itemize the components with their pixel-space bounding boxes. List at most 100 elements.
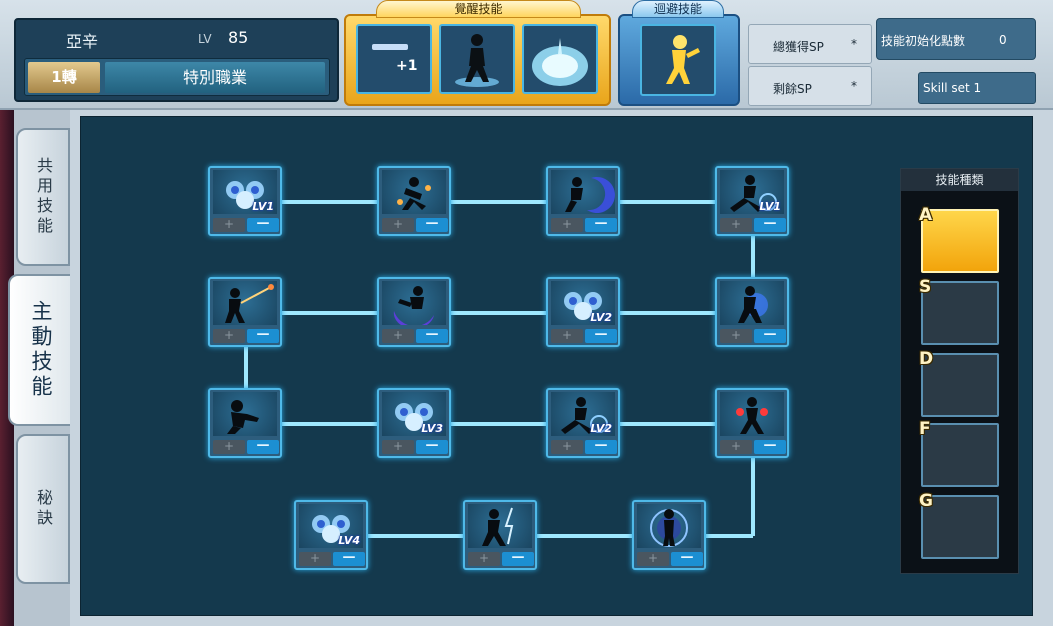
skill-plus-button[interactable]: + [551, 329, 583, 343]
remaining-sp-value: * [851, 79, 857, 93]
skill-set-selector[interactable]: Skill set 1 [918, 72, 1036, 104]
ground-kick-icon [720, 170, 784, 214]
tab-common-skills[interactable]: 共用技能 [16, 128, 70, 266]
skill-minus-button[interactable]: — [671, 551, 703, 566]
level-value: 85 [228, 28, 249, 47]
remaining-sp-box: 剩餘SP * [748, 66, 872, 106]
awakening-slot-3[interactable] [522, 24, 598, 94]
skill-minus-button[interactable]: — [754, 328, 786, 343]
total-sp-label: 總獲得SP [773, 40, 824, 54]
job-name: 特別職業 [105, 62, 325, 93]
skill-minus-button[interactable]: — [754, 439, 786, 454]
tab-secret[interactable]: 秘訣 [16, 434, 70, 584]
skill-node[interactable]: LV2 +— [546, 277, 620, 347]
skill-minus-button[interactable]: — [247, 439, 279, 454]
job-tier-badge: 1轉 [28, 62, 100, 93]
awakening-slot-2[interactable] [439, 24, 515, 94]
plus-one-icon: +1 [372, 44, 417, 74]
spin-strike-icon [382, 170, 446, 214]
skill-minus-button[interactable]: — [585, 328, 617, 343]
arrow-shot-icon [213, 281, 277, 325]
skill-category-title: 技能種類 [901, 169, 1018, 191]
skill-plus-button[interactable]: + [720, 440, 752, 454]
skill-level-badge: LV4 [338, 534, 360, 547]
skill-plus-button[interactable]: + [720, 329, 752, 343]
skill-plus-button[interactable]: + [299, 552, 331, 566]
skill-minus-button[interactable]: — [416, 217, 448, 232]
red-flame-icon [720, 392, 784, 436]
skill-plus-button[interactable]: + [637, 552, 669, 566]
skill-category-letter: D [919, 349, 934, 369]
skill-reset-points: 技能初始化點數 0 [876, 18, 1036, 60]
job-row: 1轉 特別職業 [24, 58, 330, 96]
evade-slot[interactable] [640, 24, 716, 96]
skill-minus-button[interactable]: — [754, 217, 786, 232]
skill-minus-button[interactable]: — [585, 439, 617, 454]
character-name: 亞辛 [66, 32, 99, 51]
skill-node[interactable]: LV2 +— [546, 388, 620, 458]
skill-minus-button[interactable]: — [247, 217, 279, 232]
skill-minus-button[interactable]: — [585, 217, 617, 232]
skill-node[interactable]: +— [377, 277, 451, 347]
total-sp-box: 總獲得SP * [748, 24, 872, 64]
triple-orb-icon [382, 392, 446, 436]
skill-plus-button[interactable]: + [213, 218, 245, 232]
skill-plus-button[interactable]: + [551, 440, 583, 454]
tab-active-skills[interactable]: 主動技能 [8, 274, 74, 426]
skill-node[interactable]: +— [463, 500, 537, 570]
skill-category-g[interactable] [921, 495, 999, 559]
lightning-stance-icon [468, 504, 532, 548]
skill-node[interactable]: LV3+— [377, 388, 451, 458]
skill-reset-label: 技能初始化點數 [881, 34, 966, 48]
skill-node[interactable]: +— [715, 277, 789, 347]
skill-plus-button[interactable]: + [382, 440, 414, 454]
skill-level-badge: LV1 [252, 200, 274, 213]
skill-category-s[interactable] [921, 281, 999, 345]
skill-plus-button[interactable]: + [720, 218, 752, 232]
skill-category-a[interactable] [921, 209, 999, 273]
skill-node[interactable]: LV1 +— [715, 166, 789, 236]
awakening-skill-title: 覺醒技能 [376, 0, 581, 18]
skill-category-letter: G [919, 491, 933, 511]
remaining-sp-label: 剩餘SP [773, 82, 812, 96]
skill-node[interactable]: +— [632, 500, 706, 570]
total-sp-value: * [851, 37, 857, 51]
skill-level-badge: LV2 [590, 311, 612, 324]
skill-minus-button[interactable]: — [502, 551, 534, 566]
skill-category-letter: S [919, 277, 932, 297]
skill-node[interactable]: LV4 +— [294, 500, 368, 570]
skill-plus-button[interactable]: + [382, 218, 414, 232]
ground-kick-icon [551, 392, 615, 436]
skill-node[interactable]: +— [377, 166, 451, 236]
triple-orb-icon [213, 170, 277, 214]
level-label: LV [198, 32, 212, 46]
skill-plus-button[interactable]: + [468, 552, 500, 566]
svg-text:+1: +1 [396, 58, 417, 74]
low-punch-icon [213, 392, 277, 436]
evade-skill-title: 迴避技能 [632, 0, 724, 18]
energy-dome-icon [532, 38, 588, 86]
skill-plus-button[interactable]: + [213, 440, 245, 454]
golden-dash-figure-icon [666, 35, 700, 84]
skill-minus-button[interactable]: — [416, 328, 448, 343]
skill-level-badge: LV1 [759, 200, 781, 213]
skill-node[interactable]: +— [546, 166, 620, 236]
skill-category-f[interactable] [921, 423, 999, 487]
skill-minus-button[interactable]: — [333, 551, 365, 566]
skill-minus-button[interactable]: — [247, 328, 279, 343]
skill-plus-button[interactable]: + [382, 329, 414, 343]
skill-reset-value: 0 [999, 33, 1007, 47]
skill-plus-button[interactable]: + [213, 329, 245, 343]
awakening-slot-1[interactable]: +1 [356, 24, 432, 94]
skill-level-badge: LV2 [590, 422, 612, 435]
skill-category-d[interactable] [921, 353, 999, 417]
skill-node[interactable]: LV1 +— [208, 166, 282, 236]
triple-orb-icon [299, 504, 363, 548]
skill-node[interactable]: +— [208, 388, 282, 458]
skill-plus-button[interactable]: + [551, 218, 583, 232]
skill-node[interactable]: +— [715, 388, 789, 458]
magic-circle-icon [637, 504, 701, 548]
skill-node[interactable]: +— [208, 277, 282, 347]
skill-minus-button[interactable]: — [416, 439, 448, 454]
